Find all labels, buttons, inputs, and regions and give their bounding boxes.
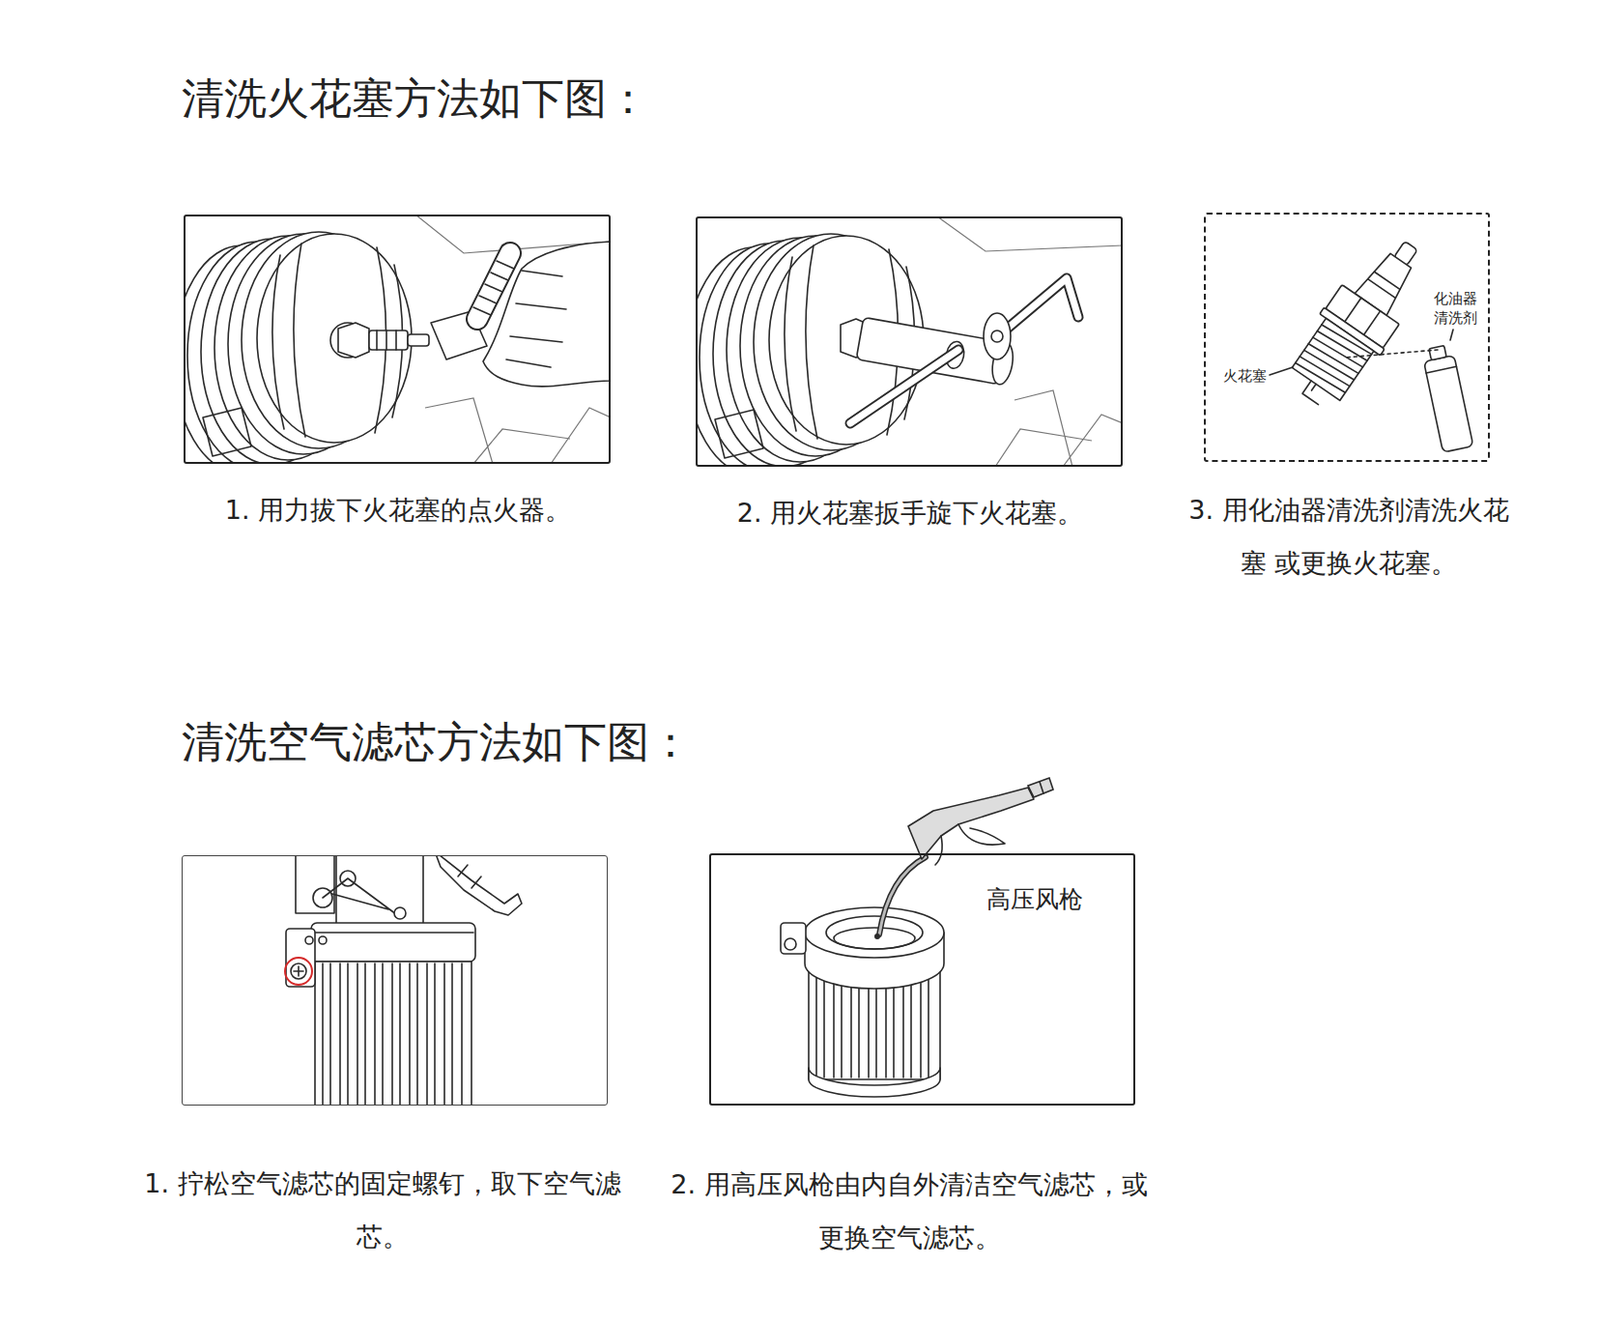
spark-plug-illustration [1269, 225, 1474, 454]
drawing-stroke [808, 1067, 941, 1097]
drawing-stroke [295, 855, 335, 914]
caption-column: 2. 用火花塞扳手旋下火花塞。 [678, 485, 1143, 540]
drawing-stroke [1421, 343, 1474, 453]
caption-column: 1. 拧松空气滤芯的固定螺钉，取下空气滤芯。 [141, 1156, 625, 1263]
drawing-stroke [1291, 317, 1374, 400]
drawing-stroke [338, 322, 370, 358]
drawing-stroke [826, 915, 923, 949]
part-label: 化油器清洗剂 [1433, 289, 1480, 328]
step-panel: 1. 用力拔下火花塞的点火器。 [183, 214, 611, 464]
drawing-stroke [506, 270, 567, 368]
section-heading: 清洗空气滤芯方法如下图： [181, 716, 692, 769]
drawing-stroke [336, 855, 424, 925]
drawing-stroke [908, 787, 1034, 859]
drawing-stroke [1004, 278, 1079, 331]
drawing-stroke [874, 933, 881, 940]
drawing-stroke [376, 330, 397, 350]
air-filter-removal-illustration [285, 851, 522, 1116]
drawing-stroke [780, 922, 806, 954]
drawing-stroke [322, 878, 400, 917]
drawing-stroke [879, 857, 926, 935]
drawing-stroke [314, 961, 472, 1106]
drawing-stroke [1004, 278, 1079, 331]
caption-column: 3. 用化油器清洗剂清洗火花塞 或更换火花塞。 [1184, 483, 1514, 590]
step-panel: 2. 用火花塞扳手旋下火花塞。 [695, 216, 1123, 467]
pull-cap-illustration [173, 214, 611, 474]
caption-column: 2. 用高压风枪由内自外清洁空气滤芯，或更换空气滤芯。 [667, 1157, 1151, 1264]
drawing-stroke [1269, 367, 1293, 375]
drawing-stroke [311, 922, 476, 962]
air-gun-illustration [780, 777, 1054, 1097]
step-caption: 2. 用火花塞扳手旋下火花塞。 [678, 485, 1143, 540]
drawing-stroke [1277, 225, 1442, 419]
drawing-stroke [784, 938, 797, 950]
drawing-stroke [1344, 349, 1438, 358]
step-caption: 1. 用力拔下火花塞的点火器。 [175, 483, 621, 537]
part-label: 火花塞 [1223, 367, 1267, 387]
drawing-stroke [1028, 777, 1054, 798]
drawing-stroke [183, 214, 611, 464]
wrench-illustration [685, 216, 1123, 476]
drawing-stroke [1039, 781, 1044, 794]
drawing-stroke [290, 963, 307, 979]
drawing-stroke [958, 824, 1005, 845]
drawing-stroke [183, 231, 412, 464]
step-panel: 3. 用化油器清洗剂清洗火花塞 或更换火花塞。火花塞化油器清洗剂 [1203, 212, 1490, 462]
drawing-stroke [434, 855, 522, 915]
drawing-stroke [1295, 321, 1372, 397]
drawing-stroke [483, 241, 611, 387]
tool-label: 高压风枪 [986, 884, 1084, 916]
drawing-stroke [293, 966, 304, 976]
step-caption: 1. 拧松空气滤芯的固定螺钉，取下空气滤芯。 [141, 1156, 625, 1263]
step-caption: 2. 用高压风枪由内自外清洁空气滤芯，或更换空气滤芯。 [667, 1157, 1151, 1264]
step-panel: 2. 用高压风枪由内自外清洁空气滤芯，或更换空气滤芯。高压风枪 [709, 853, 1136, 1106]
drawing-stroke [322, 963, 462, 1106]
highlight-circle [285, 957, 313, 985]
drawing-stroke [394, 907, 406, 919]
step-panel: 1. 拧松空气滤芯的固定螺钉，取下空气滤芯。 [181, 855, 608, 1106]
caption-column: 1. 用力拔下火花塞的点火器。 [175, 483, 621, 537]
drawing-stroke [1450, 329, 1454, 341]
drawing-stroke [285, 855, 522, 1106]
drawing-stroke [1302, 380, 1328, 405]
drawing-stroke [318, 936, 327, 944]
drawing-stroke [369, 330, 408, 350]
drawing-stroke [991, 330, 1003, 343]
drawing-stroke [1424, 355, 1474, 454]
drawing-stroke [935, 835, 943, 865]
drawing-stroke [804, 907, 944, 958]
step-caption: 3. 用化油器清洗剂清洗火花塞 或更换火花塞。 [1184, 483, 1514, 590]
section-heading: 清洗火花塞方法如下图： [181, 73, 650, 125]
drawing-stroke [285, 928, 315, 987]
drawing-stroke [833, 927, 915, 949]
drawing-stroke [313, 931, 474, 934]
drawing-stroke [850, 349, 959, 424]
drawing-stroke [780, 777, 1054, 1097]
drawing-stroke [457, 864, 482, 888]
drawing-stroke [983, 313, 1011, 360]
drawing-stroke [879, 857, 926, 935]
drawing-stroke [850, 349, 959, 424]
drawing-stroke [695, 216, 1123, 467]
drawing-stroke [305, 936, 314, 944]
drawing-stroke [1428, 345, 1447, 361]
drawing-stroke [1426, 366, 1457, 373]
drawing-stroke [1368, 271, 1401, 298]
drawing-stroke [407, 334, 429, 346]
